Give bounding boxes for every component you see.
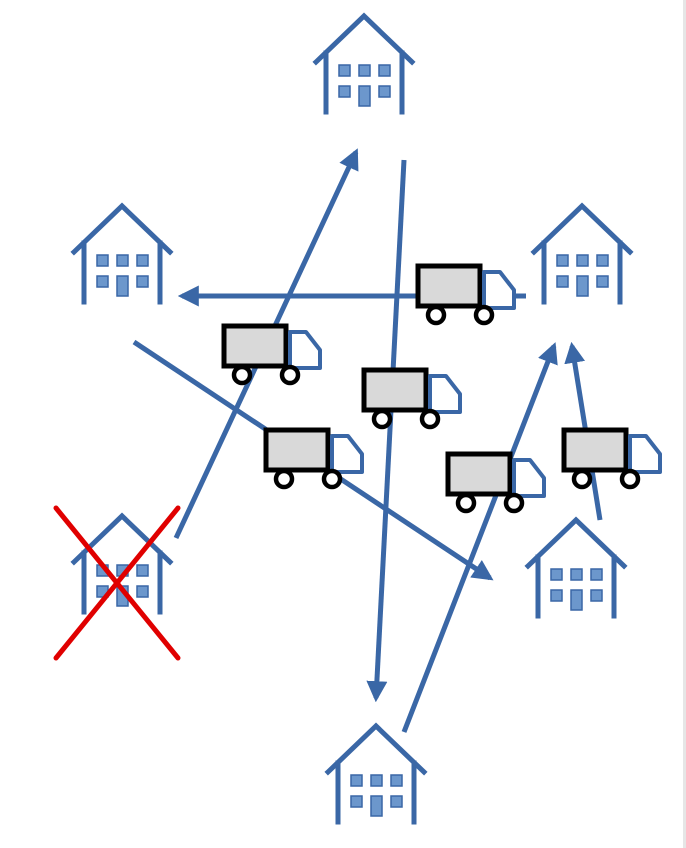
delivery-truck-icon bbox=[448, 454, 544, 511]
houses bbox=[74, 16, 630, 822]
cancel-x-icon bbox=[53, 505, 181, 661]
house-icon bbox=[316, 16, 412, 112]
house-icon bbox=[74, 516, 170, 612]
route-bottom-to-right bbox=[401, 342, 558, 733]
route-top-to-bottom bbox=[366, 159, 407, 703]
page-edge bbox=[683, 0, 686, 848]
house-icon bbox=[528, 520, 624, 616]
delivery-truck-icon bbox=[564, 430, 660, 487]
house-icon bbox=[534, 206, 630, 302]
house-icon bbox=[74, 206, 170, 302]
routes bbox=[132, 148, 603, 733]
delivery-truck-icon bbox=[224, 326, 320, 383]
delivery-truck-icon bbox=[266, 430, 362, 487]
house-icon bbox=[328, 726, 424, 822]
delivery-truck-icon bbox=[364, 370, 460, 427]
delivery-truck-icon bbox=[418, 266, 514, 323]
